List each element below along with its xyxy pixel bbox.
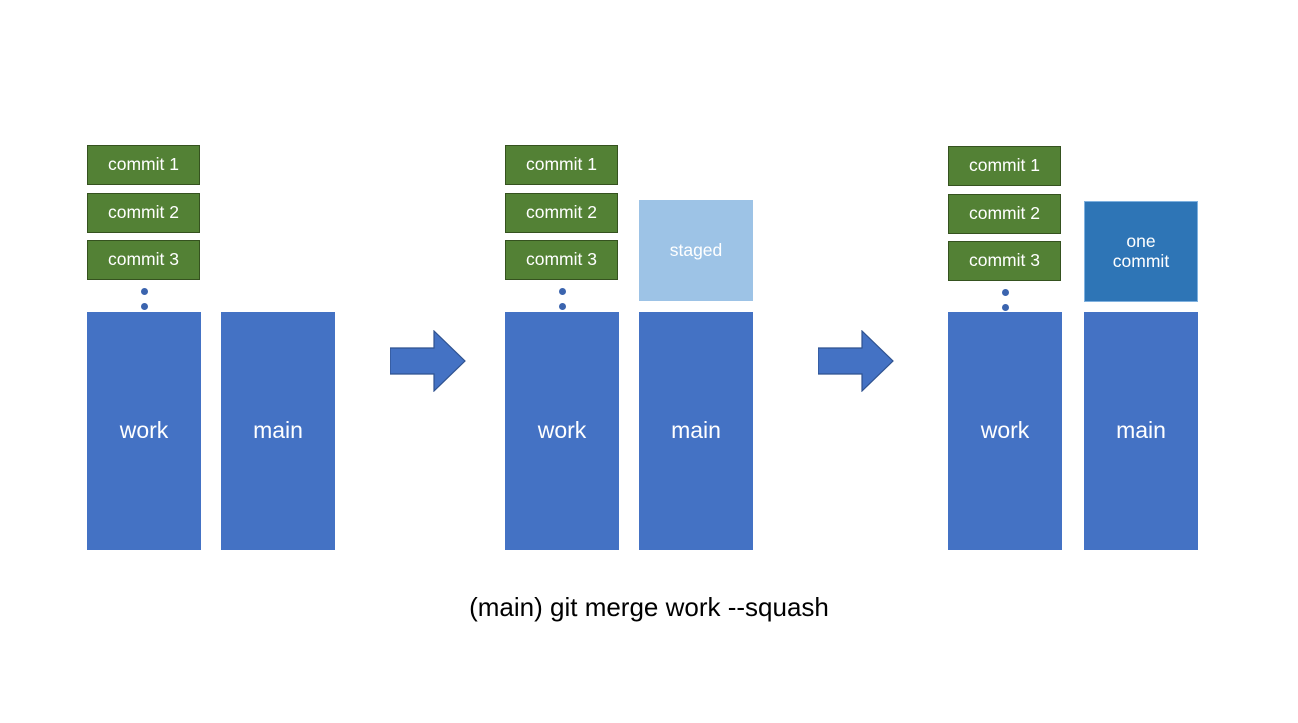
commit-box-3: commit 3 (505, 240, 618, 280)
work-branch-box: work (505, 312, 619, 550)
work-branch-box: work (948, 312, 1062, 550)
commit-box-1: commit 1 (505, 145, 618, 185)
ellipsis-dot (1001, 289, 1009, 296)
panel-staged: commit 1 commit 2 commit 3 staged work m… (418, 0, 753, 723)
commit-box-2: commit 2 (87, 193, 200, 233)
panel-before: commit 1 commit 2 commit 3 work main (0, 0, 335, 723)
panel-after: commit 1 commit 2 commit 3 one commit wo… (861, 0, 1198, 723)
commit-box-1: commit 1 (87, 145, 200, 185)
arrow-right-icon-2 (818, 330, 894, 392)
work-branch-box: work (87, 312, 201, 550)
ellipsis-dot (558, 288, 566, 295)
ellipsis-dot (1001, 304, 1009, 311)
ellipsis-dots (555, 288, 569, 318)
ellipsis-dot (558, 303, 566, 310)
commit-box-1: commit 1 (948, 146, 1061, 186)
commit-box-2: commit 2 (948, 194, 1061, 234)
ellipsis-dots (137, 288, 151, 318)
staged-box: staged (639, 200, 753, 301)
main-branch-box: main (639, 312, 753, 550)
commit-box-2: commit 2 (505, 193, 618, 233)
commit-box-3: commit 3 (87, 240, 200, 280)
main-branch-box: main (221, 312, 335, 550)
one-commit-label-line1: one (1126, 230, 1156, 251)
main-branch-box: main (1084, 312, 1198, 550)
commit-box-3: commit 3 (948, 241, 1061, 281)
arrow-right-icon-1 (390, 330, 466, 392)
ellipsis-dots (998, 289, 1012, 319)
diagram-caption: (main) git merge work --squash (469, 592, 829, 622)
ellipsis-dot (140, 288, 148, 295)
ellipsis-dot (140, 303, 148, 310)
one-commit-box: one commit (1084, 201, 1198, 302)
one-commit-label-line2: commit (1112, 250, 1170, 271)
